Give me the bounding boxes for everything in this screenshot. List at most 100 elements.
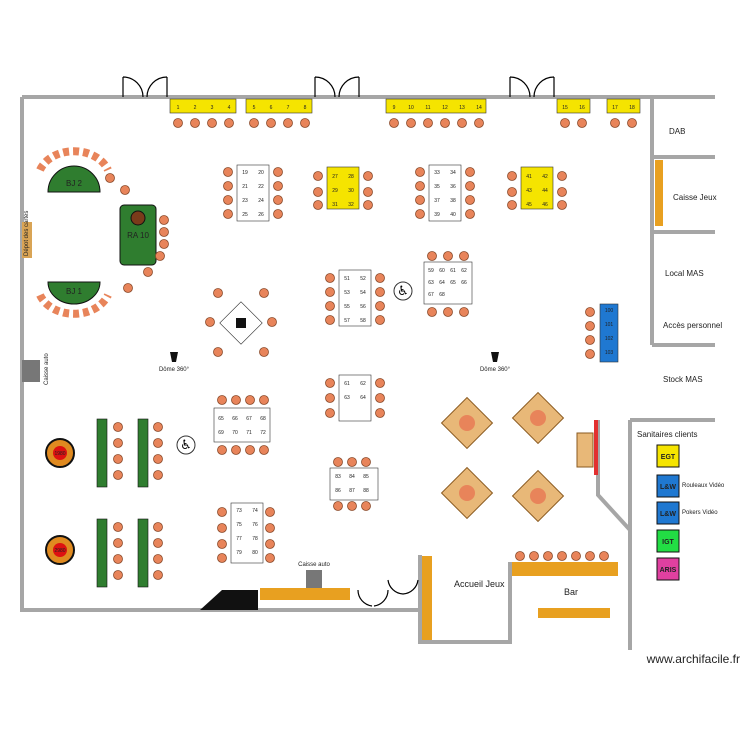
accueil-jeux-label: Accueil Jeux	[454, 579, 505, 589]
machine-banks[interactable]	[213, 164, 619, 564]
machine-number: 45	[526, 202, 532, 208]
machine-number: 27	[332, 174, 338, 180]
machine-number: 38	[450, 198, 456, 204]
machine-number: 9	[393, 105, 396, 111]
machine-number: 64	[360, 395, 366, 401]
machine-number: 63	[344, 395, 350, 401]
machine-number: 51	[344, 276, 350, 282]
depot-cartes-label: Dépot des cartes	[24, 211, 30, 256]
sanitaires-label: Sanitaires clients	[637, 430, 697, 439]
machine-number: 66	[232, 416, 238, 422]
machine-number: 86	[335, 488, 341, 494]
caisse-jeux-label: Caisse Jeux	[673, 193, 717, 202]
machine-number: 71	[246, 430, 252, 436]
machine-number: 12	[442, 105, 448, 111]
machine-number: 100	[605, 308, 614, 314]
machine-number: 37	[434, 198, 440, 204]
machine-number: 44	[542, 188, 548, 194]
machine-number: 79	[236, 550, 242, 556]
legend-igt: IGT	[662, 539, 674, 546]
machine-number: 72	[260, 430, 266, 436]
top-doors[interactable]	[122, 76, 555, 607]
machine-number: 24	[258, 198, 264, 204]
machine-number: 65	[218, 416, 224, 422]
bar-stools	[515, 551, 609, 561]
machine-number: 58	[360, 318, 366, 324]
side-banks[interactable]	[96, 418, 149, 588]
machine-number: 64	[439, 280, 445, 286]
machine-number: 20	[258, 170, 264, 176]
dome-bank[interactable]	[219, 301, 263, 345]
machine-number: 60	[439, 268, 445, 274]
machine-number: 11	[425, 105, 430, 111]
machine-number: 103	[605, 350, 614, 356]
machine-number: 21	[242, 184, 248, 190]
machine-number: 57	[344, 318, 350, 324]
bar-corner[interactable]	[576, 420, 598, 475]
roulette-2-label: 2980	[54, 548, 65, 554]
roulette-2[interactable]: 2980	[45, 535, 75, 565]
machine-number: 31	[332, 202, 338, 208]
bar-tables[interactable]	[440, 391, 565, 523]
machine-number: 28	[348, 174, 354, 180]
machine-number: 85	[363, 474, 369, 480]
machine-number: 14	[476, 105, 482, 111]
roulette-1[interactable]: 1980	[45, 438, 75, 468]
machine-number: 70	[232, 430, 238, 436]
bj2-label: BJ 2	[66, 179, 83, 188]
machine-number: 16	[579, 105, 585, 111]
machine-number: 10	[408, 105, 414, 111]
bj1-table[interactable]: BJ 1	[36, 281, 112, 318]
legend-aris: ARIS	[660, 567, 677, 574]
machine-number: 34	[450, 170, 456, 176]
walls	[20, 95, 715, 650]
machine-number: 17	[612, 105, 618, 111]
caisse-jeux-counter	[655, 160, 663, 226]
machine-number: 59	[428, 268, 434, 274]
machine-number: 101	[605, 322, 614, 328]
machine-number: 40	[450, 212, 456, 218]
machine-number: 4	[228, 105, 231, 111]
roulette-1-label: 1980	[54, 451, 65, 457]
machine-number: 68	[439, 292, 445, 298]
legend-lw1-text: Rouleaux Vidéo	[682, 483, 725, 489]
machine-number: 30	[348, 188, 354, 194]
machine-number: 67	[428, 292, 434, 298]
machine-number: 42	[542, 174, 548, 180]
machine-number: 36	[450, 184, 456, 190]
ra10-label: RA 10	[127, 231, 149, 240]
legend-lw2-text: Pokers Vidéo	[682, 510, 718, 516]
machine-number: 61	[450, 268, 456, 274]
machine-number: 15	[562, 105, 568, 111]
stock-mas-label: Stock MAS	[663, 375, 703, 384]
machine-number: 74	[252, 508, 258, 514]
machine-number: 6	[270, 105, 273, 111]
machine-number: 19	[242, 170, 248, 176]
machine-number: 52	[360, 276, 366, 282]
machine-number: 80	[252, 550, 258, 556]
manufacturer-legend: EGT L&W Rouleaux Vidéo L&W Pokers Vidéo …	[656, 444, 725, 581]
machine-number: 65	[450, 280, 456, 286]
caisse-auto-bottom-label: Caisse auto	[298, 562, 330, 568]
dome-markers: Dôme 360° Dôme 360°	[159, 352, 511, 373]
machine-number: 84	[349, 474, 355, 480]
ra10-table[interactable]: RA 10	[119, 204, 157, 266]
accueil-counter	[422, 556, 432, 640]
machine-number: 46	[542, 202, 548, 208]
machine-number: 76	[252, 522, 258, 528]
machine-number: 56	[360, 304, 366, 310]
bottom-counter	[260, 588, 350, 600]
machine-number: 69	[218, 430, 224, 436]
machine-number: 18	[629, 105, 635, 111]
caisse-auto-left-label: Caisse auto	[44, 353, 50, 385]
machine-number: 26	[258, 212, 264, 218]
machine-number: 5	[253, 105, 256, 111]
machine-number: 32	[348, 202, 354, 208]
top-machines[interactable]	[169, 98, 641, 114]
machine-number: 77	[236, 536, 242, 542]
machine-number: 33	[434, 170, 440, 176]
legend-lw2: L&W	[660, 511, 676, 518]
bj2-table[interactable]: BJ 2	[36, 147, 112, 193]
machine-number: 25	[242, 212, 248, 218]
bar-back-counter	[538, 608, 610, 618]
